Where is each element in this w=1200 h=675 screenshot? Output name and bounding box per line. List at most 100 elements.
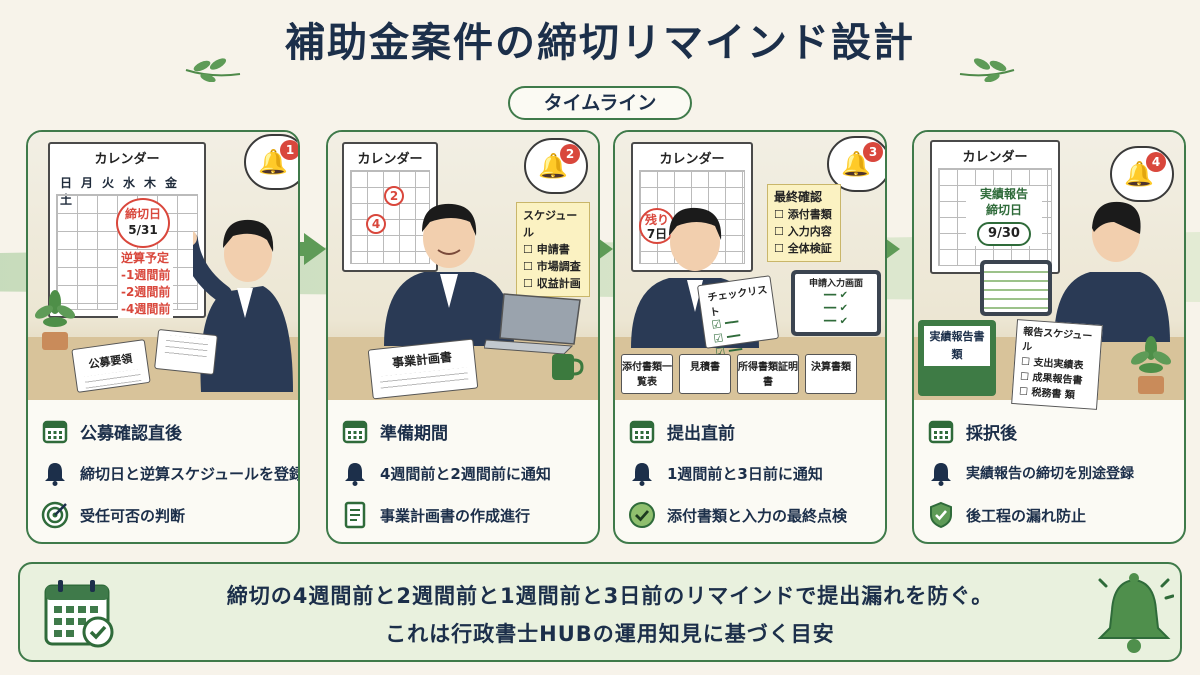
report-title: 実績報告締切日 <box>979 187 1028 217</box>
laptop-screen: 申請入力画面 ━━ ✔━━ ✔━━ ✔ <box>791 270 881 336</box>
calendar-title: カレンダー <box>659 152 725 167</box>
laptop-screen <box>980 260 1052 316</box>
deadline-label: 締切日 <box>124 207 161 221</box>
person-writing <box>193 219 293 392</box>
summary-banner: 締切の4週間前と2週間前と1週間前と3日前のリマインドで提出漏れを防ぐ。 これは… <box>18 562 1182 662</box>
document-card: 添付書類一覧表 <box>621 354 673 394</box>
reminder-bubble: 🔔 1 <box>244 134 298 190</box>
page-title: 補助金案件の締切リマインド設計 <box>285 20 915 66</box>
bell-icon <box>926 458 956 488</box>
target-icon <box>40 500 70 530</box>
calendar-title: カレンダー <box>962 150 1028 165</box>
checklist-sheet: チェックリスト ☑ ━━☑ ━━☑ ━━ <box>696 275 780 359</box>
action-text: 受任可否の判断 <box>80 506 186 525</box>
note-item: ☐ 全体検証 <box>774 242 832 255</box>
detail-row: 添付書類と入力の最終点検 <box>627 494 877 536</box>
remaining-marker: 残り 7日 <box>639 208 675 244</box>
scene-illustration: カレンダー 残り 7日 🔔 3 最終確認 ☐ 添付書類 ☐ 入力内容 ☐ 全体検… <box>615 132 885 400</box>
reverse-title: 逆算予定 <box>121 251 170 265</box>
reverse-item: -4週間前 <box>121 302 171 316</box>
note-title: スケジュール <box>523 209 578 239</box>
bell-icon <box>340 458 370 488</box>
scene-illustration: カレンダー 2 4 🔔 2 スケジュール ☐ 申請書 ☐ 市場調査 ☐ 収益計画… <box>328 132 598 400</box>
calendar-title: カレンダー <box>94 152 160 167</box>
document-lines <box>164 334 209 362</box>
binder-label: 実績報告書類 <box>924 326 990 366</box>
detail-row: 採択後 <box>926 410 1176 452</box>
bell-icon <box>40 458 70 488</box>
deadline-date: 5/31 <box>128 223 158 237</box>
document-icon <box>340 500 370 530</box>
reverse-schedule: 逆算予定 -1週間前 -2週間前 -4週間前 <box>118 250 174 318</box>
document-card: 所得書類証明書 <box>737 354 799 394</box>
reminder-text: 4週間前と2週間前に通知 <box>380 464 551 483</box>
calendar-icon <box>926 416 956 446</box>
reverse-item: -1週間前 <box>121 268 171 282</box>
calendar-icon <box>627 416 657 446</box>
step-details: 提出直前 1週間前と3日前に通知 添付書類と入力の最終点検 <box>627 410 877 536</box>
detail-row: 公募確認直後 <box>40 410 290 452</box>
reminder-bubble: 🔔 2 <box>524 138 588 194</box>
shield-check-icon <box>926 500 956 530</box>
document-card: 見積書 <box>679 354 731 394</box>
deadline-marker: 締切日 5/31 <box>116 198 170 248</box>
large-bell-icon <box>1097 573 1174 653</box>
screen-title: 申請入力画面 <box>808 279 863 289</box>
step-number-badge: 3 <box>863 142 883 162</box>
detail-row: 事業計画書の作成進行 <box>340 494 590 536</box>
plant-icon <box>1130 336 1172 394</box>
step-details: 準備期間 4週間前と2週間前に通知 事業計画書の作成進行 <box>340 410 590 536</box>
detail-row: 提出直前 <box>627 410 877 452</box>
reminder-text: 締切日と逆算スケジュールを登録 <box>80 464 300 483</box>
calendar-icon <box>340 416 370 446</box>
step-panel-4: カレンダー 実績報告締切日 9/30 🔔 4 実績報告書類 報告スケジュール ☐… <box>912 130 1186 544</box>
report-deadline: 実績報告締切日 9/30 <box>966 186 1042 246</box>
calendar-check-icon <box>44 580 114 648</box>
phase-label: 採択後 <box>966 423 1017 444</box>
report-date: 9/30 <box>977 222 1031 246</box>
plant-icon <box>34 290 76 350</box>
step-panel-3: カレンダー 残り 7日 🔔 3 最終確認 ☐ 添付書類 ☐ 入力内容 ☐ 全体検… <box>613 130 887 544</box>
checklist-ticks: ☑ ━━☑ ━━☑ ━━ <box>710 315 744 360</box>
wall-calendar: カレンダー <box>342 142 438 272</box>
document-card: 決算書類 <box>805 354 857 394</box>
timeline-label: タイムライン <box>508 86 692 120</box>
step-number-badge: 2 <box>560 144 580 164</box>
report-schedule-note: 報告スケジュール ☐ 支出実績表 ☐ 成果報告書 ☐ 税務書 類 <box>1011 319 1103 410</box>
detail-row: 1週間前と3日前に通知 <box>627 452 877 494</box>
right-leaf-icon <box>959 58 1015 82</box>
phase-label: 公募確認直後 <box>80 423 182 444</box>
check-circle-icon <box>627 500 657 530</box>
person-writing <box>384 203 514 346</box>
summary-line-1: 締切の4週間前と2週間前と1週間前と3日前のリマインドで提出漏れを防ぐ。 <box>226 584 994 608</box>
remaining-label: 残り <box>644 213 669 227</box>
scene-illustration: カレンダー 実績報告締切日 9/30 🔔 4 実績報告書類 報告スケジュール ☐… <box>914 132 1184 410</box>
wall-calendar: カレンダー <box>631 142 753 272</box>
person-typing <box>1054 201 1170 342</box>
reminder-text: 実績報告の締切を別途登録 <box>966 466 1134 482</box>
note-title: 最終確認 <box>774 190 823 204</box>
note-item: ☐ 入力内容 <box>774 225 832 238</box>
phase-label: 準備期間 <box>380 423 448 444</box>
laptop-icon <box>484 293 581 354</box>
phase-label: 提出直前 <box>667 423 735 444</box>
mug-icon <box>552 354 584 380</box>
calendar-mark: 2 <box>384 186 404 206</box>
detail-row: 締切日と逆算スケジュールを登録 <box>40 452 298 494</box>
step-details: 採択後 実績報告の締切を別途登録 後工程の漏れ防止 <box>926 410 1176 536</box>
step-panel-2: カレンダー 2 4 🔔 2 スケジュール ☐ 申請書 ☐ 市場調査 ☐ 収益計画… <box>326 130 600 544</box>
step-panel-1: カレンダー 日月火水木金土 締切日 5/31 逆算予定 -1週間前 -2週間前 … <box>26 130 300 544</box>
detail-row: 後工程の漏れ防止 <box>926 494 1176 536</box>
bell-icon <box>627 458 657 488</box>
final-check-note: 最終確認 ☐ 添付書類 ☐ 入力内容 ☐ 全体検証 <box>767 184 841 262</box>
screen-checks: ━━ ✔━━ ✔━━ ✔ <box>824 290 848 327</box>
reverse-item: -2週間前 <box>121 285 171 299</box>
reminder-bubble: 🔔 3 <box>827 136 885 192</box>
remaining-days: 7日 <box>646 227 668 241</box>
summary-line-2: これは行政書士HUBの運用知見に基づく目安 <box>385 622 835 646</box>
report-binder: 実績報告書類 <box>918 320 996 396</box>
action-text: 事業計画書の作成進行 <box>380 506 531 525</box>
detail-row: 実績報告の締切を別途登録 <box>926 452 1176 494</box>
note-item: ☐ 添付書類 <box>774 208 832 221</box>
action-text: 添付書類と入力の最終点検 <box>667 506 848 525</box>
